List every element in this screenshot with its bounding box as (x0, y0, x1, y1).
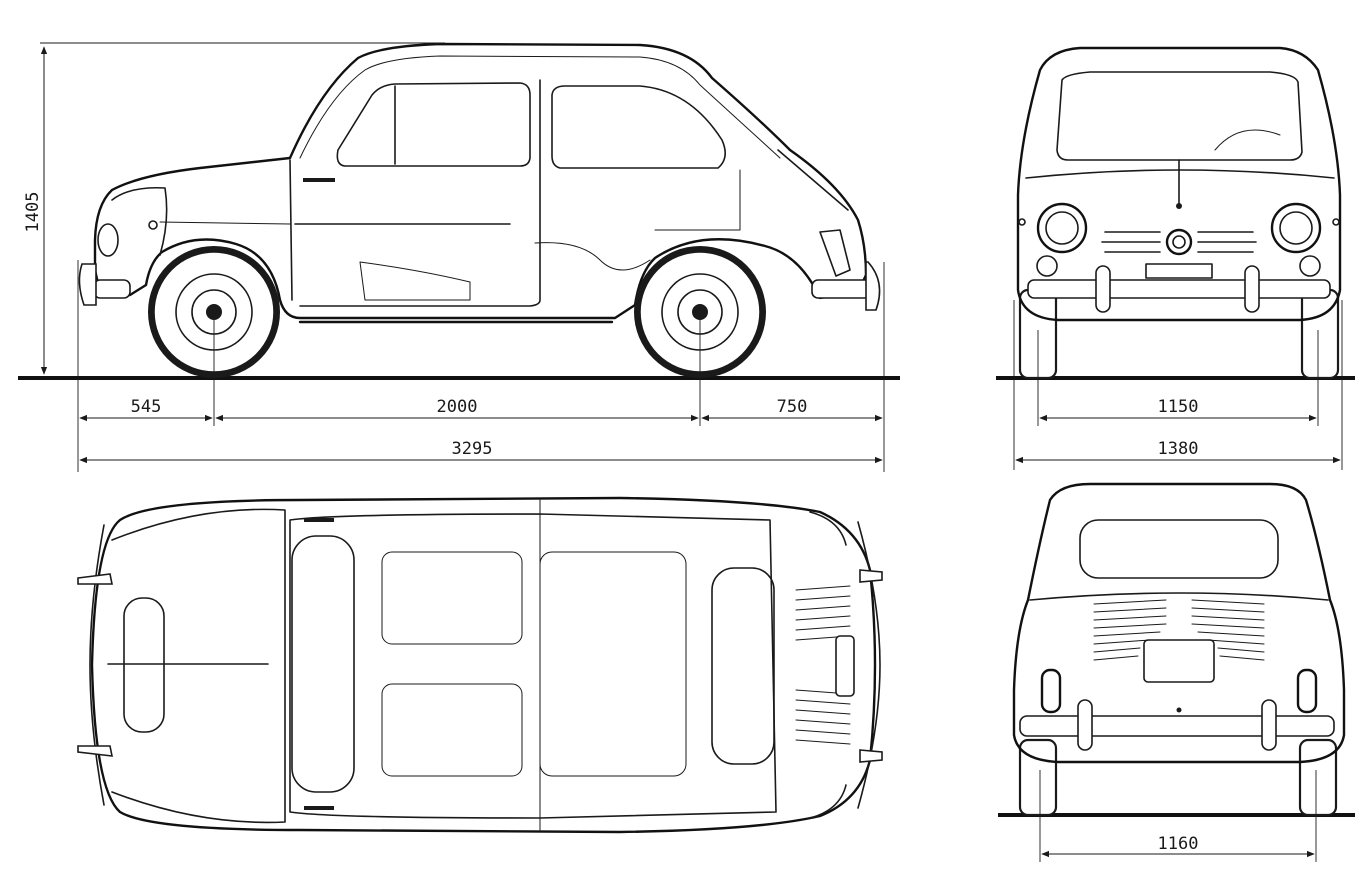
rear-wheel (634, 246, 766, 378)
top-door-handle-right (304, 806, 334, 810)
top-front-bumper (89, 524, 105, 806)
side-front-window (336, 82, 531, 167)
side-body-outline (93, 42, 868, 320)
rear-lock (1176, 707, 1182, 713)
side-indicator (148, 220, 158, 230)
top-engine-louvres (795, 585, 855, 745)
top-view (77, 496, 883, 834)
top-rear-window (711, 567, 775, 765)
top-front-overrider-right (77, 745, 114, 757)
top-door-handle-left (304, 518, 334, 522)
front-windscreen (1056, 71, 1303, 161)
rear-bumper (1019, 715, 1335, 737)
top-spare-wheel (123, 597, 165, 733)
top-windscreen (291, 535, 355, 793)
side-front-bumper (93, 279, 131, 299)
rear-window (1079, 519, 1279, 579)
rear-view: 1160 (998, 482, 1355, 862)
overall-width-label: 1380 (1158, 439, 1199, 459)
side-rear-window (551, 85, 726, 169)
side-view: 1405 545 2000 750 3295 (18, 42, 900, 472)
top-front-seat-left (381, 551, 523, 645)
rear-engine-lid-top (1029, 592, 1329, 601)
rear-right-tail-lamp (1296, 668, 1318, 714)
side-front-overrider (78, 263, 97, 306)
top-front-seat-right (381, 683, 523, 777)
rear-license-plate (1143, 639, 1215, 683)
front-left-overrider (1095, 265, 1111, 313)
top-rear-lamp-left (809, 511, 847, 546)
rear-right-tyre (1298, 738, 1338, 817)
side-engine-lid-line (654, 169, 741, 231)
side-seat-ghost (359, 261, 471, 301)
front-view: 1150 1380 (996, 46, 1355, 470)
front-left-headlamp (1036, 202, 1088, 254)
top-rear-lamp-right (809, 784, 847, 819)
front-body-outline (1016, 46, 1342, 322)
top-body-outline (90, 496, 877, 834)
rear-overhang-label: 750 (777, 397, 808, 417)
top-front-overrider-left (77, 573, 113, 585)
side-rear-fender-line (534, 242, 651, 271)
side-rear-grille (777, 149, 849, 211)
front-left-mirror-stub (1018, 218, 1026, 226)
rear-right-overrider (1261, 699, 1277, 751)
rear-track-label: 1160 (1158, 834, 1199, 854)
front-wheel (148, 246, 280, 378)
front-right-overrider (1244, 265, 1260, 313)
front-cowl-line (1025, 169, 1335, 179)
height-label: 1405 (23, 192, 43, 233)
side-front-fender (111, 186, 168, 256)
front-left-indicator (1036, 255, 1058, 277)
side-door-outline (289, 79, 541, 307)
front-right-headlamp (1270, 202, 1322, 254)
front-plate-holder (1145, 263, 1213, 279)
front-right-mirror-stub (1332, 218, 1340, 226)
rear-left-tyre (1018, 738, 1058, 817)
front-overhang-label: 545 (131, 397, 162, 417)
side-tail-lamp (819, 229, 851, 277)
door-handle (303, 178, 335, 182)
top-rear-seat (539, 551, 687, 777)
front-bumper (1027, 279, 1331, 299)
side-headlamp (97, 223, 119, 257)
front-right-headlamp-lens (1279, 211, 1313, 245)
top-roof-outline (289, 513, 777, 819)
side-rear-bumper (811, 279, 873, 299)
top-rear-bumper (857, 521, 881, 809)
overall-length-label: 3295 (452, 439, 493, 459)
steering-wheel-ghost (1214, 129, 1281, 151)
top-rear-overrider-left (859, 569, 883, 583)
side-roof-line (299, 55, 781, 159)
side-body-crease (159, 221, 291, 225)
front-track-label: 1150 (1158, 397, 1199, 417)
side-rear-overrider (865, 261, 881, 311)
front-grille (1101, 228, 1257, 256)
wheelbase-label: 2000 (437, 397, 478, 417)
rear-left-overrider (1077, 699, 1093, 751)
front-hood-badge (1176, 203, 1182, 209)
front-left-headlamp-lens (1045, 211, 1079, 245)
rear-louvres (1093, 599, 1265, 661)
front-right-indicator (1299, 255, 1321, 277)
front-right-tyre (1300, 288, 1340, 380)
rear-body-outline (1012, 482, 1346, 764)
top-rear-overrider-right (859, 749, 883, 763)
rear-left-tail-lamp (1040, 668, 1062, 714)
top-front-hood (111, 508, 286, 824)
